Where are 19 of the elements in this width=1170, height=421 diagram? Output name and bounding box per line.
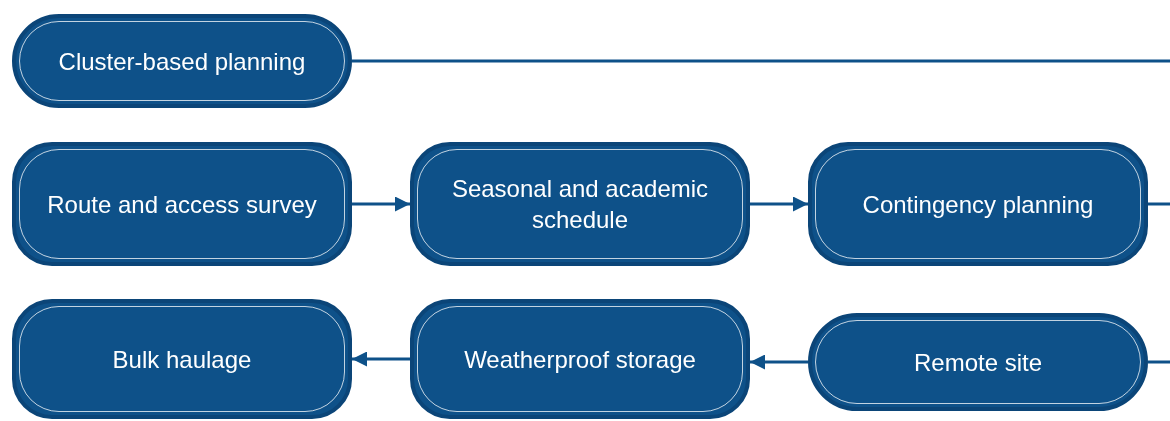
box-label: Cluster-based planning xyxy=(57,46,307,77)
box-label: Contingency planning xyxy=(861,189,1095,220)
box-label: Bulk haulage xyxy=(111,344,253,375)
box-label: Route and access survey xyxy=(46,189,318,220)
box-label: Remote site xyxy=(912,347,1044,378)
connector-line xyxy=(352,59,1170,63)
arrow xyxy=(352,196,410,212)
process-box xyxy=(410,299,750,419)
process-box xyxy=(12,142,352,266)
arrow xyxy=(352,351,410,367)
process-box xyxy=(12,299,352,419)
arrow xyxy=(750,354,808,370)
arrow xyxy=(750,196,808,212)
connector-line xyxy=(1148,202,1170,206)
connector-line xyxy=(1148,360,1170,364)
process-box xyxy=(410,142,750,266)
box-label: Weatherproof storage xyxy=(463,344,697,375)
process-box xyxy=(808,142,1148,266)
box-label: Seasonal and academic schedule xyxy=(450,174,710,235)
